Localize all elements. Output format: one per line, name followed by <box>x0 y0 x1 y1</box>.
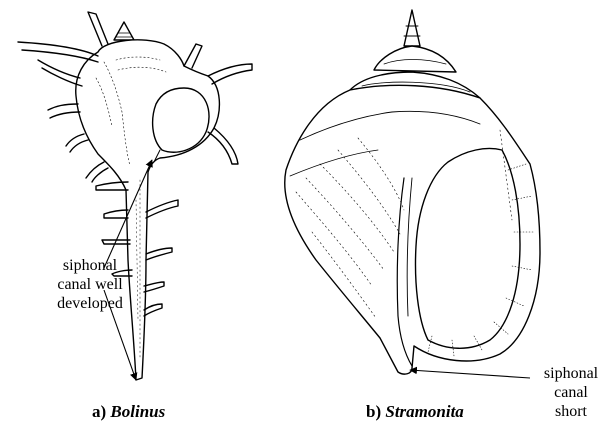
stramonita-canal-label: siphonal canal short <box>530 364 612 421</box>
caption-bolinus-genus: Bolinus <box>110 402 165 421</box>
caption-bolinus-prefix: a) <box>92 402 110 421</box>
bolinus-canal-label-line1: siphonal <box>46 256 134 275</box>
stramonita-canal-label-line2: canal <box>530 383 612 402</box>
caption-stramonita: b) Stramonita <box>366 402 464 422</box>
caption-stramonita-genus: Stramonita <box>385 402 463 421</box>
stramonita-canal-arrow <box>410 370 530 378</box>
bolinus-canal-label: siphonal canal well developed <box>46 256 134 313</box>
stramonita-canal-label-line3: short <box>530 402 612 421</box>
stramonita-canal-label-line1: siphonal <box>530 364 612 383</box>
caption-bolinus: a) Bolinus <box>92 402 165 422</box>
bolinus-canal-label-line3: developed <box>46 294 134 313</box>
caption-stramonita-prefix: b) <box>366 402 385 421</box>
stramonita-shell-drawing <box>285 10 540 374</box>
bolinus-canal-label-line2: canal well <box>46 275 134 294</box>
bolinus-shell-drawing <box>18 12 252 380</box>
